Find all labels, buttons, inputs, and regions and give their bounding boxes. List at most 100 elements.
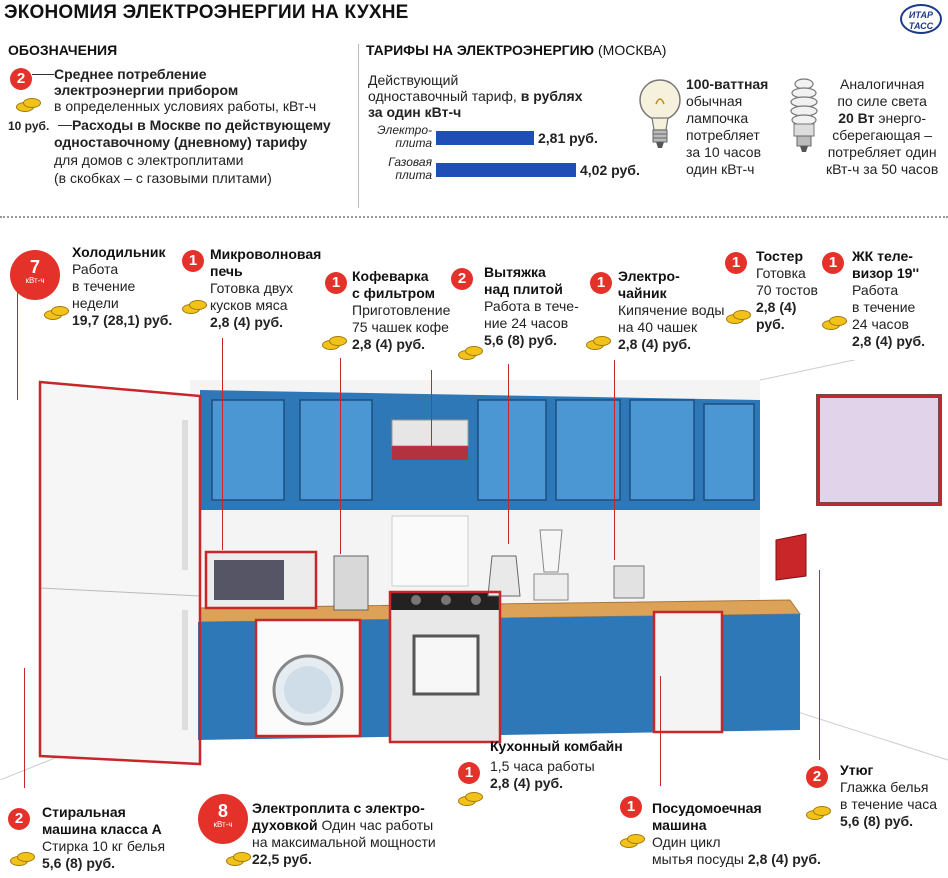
coins-icon xyxy=(458,346,483,360)
coffee-d1: Приготовление xyxy=(352,302,451,318)
coffee-cost: 2,8 (4) руб. xyxy=(352,336,426,352)
microwave-badge: 1 xyxy=(182,250,204,272)
legend-cost-value: 10 руб. xyxy=(8,119,50,133)
toaster-badge: 1 xyxy=(725,252,747,274)
microwave-name-2: печь xyxy=(210,263,243,279)
dishwasher-leader xyxy=(660,676,661,786)
toaster-callout: Тостер Готовка 70 тостов 2,8 (4) руб. xyxy=(756,248,818,333)
tariffs-desc-2b: в рублях xyxy=(520,88,583,104)
tariff-label-gas: Газовая плита xyxy=(368,156,432,182)
coins-icon xyxy=(226,852,251,866)
dishwasher-cost: 2,8 (4) руб. xyxy=(747,851,821,867)
legend-line-5: одноставочному (дневному) тарифу xyxy=(54,134,308,150)
cfl-l2: по силе света xyxy=(837,93,927,109)
legend-line-7: (в скобках – с газовыми плитами) xyxy=(54,170,272,186)
dishwasher-callout: Посудомоечная машина Один цикл мытья пос… xyxy=(652,800,821,868)
lamp-l5: за 10 часов xyxy=(686,144,762,160)
fridge-d3: недели xyxy=(72,295,119,311)
microwave-name-1: Микроволновая xyxy=(210,246,322,262)
coins-icon xyxy=(182,300,207,314)
washer-badge: 2 xyxy=(8,808,30,830)
cfl-l6: кВт-ч за 50 часов xyxy=(826,161,939,177)
fridge-leader xyxy=(17,290,18,400)
kettle-d1: Кипячение воды xyxy=(618,302,725,318)
legend-pointer-1 xyxy=(32,74,54,75)
kitchen-illustration xyxy=(0,360,948,780)
stove-d1: Один час работы xyxy=(321,817,434,833)
coins-icon xyxy=(806,806,831,820)
tariff-value-gas: 4,02 руб. xyxy=(580,162,640,178)
legend-line-4: Расходы в Москве по действующему xyxy=(72,117,331,133)
tariffs-title: ТАРИФЫ НА ЭЛЕКТРОЭНЕРГИЮ (МОСКВА) xyxy=(366,42,666,58)
kettle-callout: Электро- чайник Кипячение воды на 40 чаш… xyxy=(618,268,724,353)
tariffs-desc-3: за один кВт-ч xyxy=(368,104,462,120)
hood-name-2: над плитой xyxy=(484,281,563,297)
washer-name-2: машина класса А xyxy=(42,821,162,837)
stove-badge-value: 8 xyxy=(217,801,228,821)
legend-title: ОБОЗНАЧЕНИЯ xyxy=(8,42,118,58)
stove-callout: Электроплита с электро- духовкой Один ча… xyxy=(252,800,436,868)
tv-callout: ЖК теле- визор 19'' Работа в течение 24 … xyxy=(852,248,925,350)
washer-leader xyxy=(24,668,25,788)
dishwasher-name-2: машина xyxy=(652,817,707,833)
legend-line-3: в определенных условиях работы, кВт-ч xyxy=(54,98,317,114)
cfl-text: Аналогичная по силе света 20 Вт энерго- … xyxy=(826,76,938,178)
tariff-bar-electric xyxy=(436,131,534,145)
page-title: ЭКОНОМИЯ ЭЛЕКТРОЭНЕРГИИ НА КУХНЕ xyxy=(4,2,409,23)
iron-leader xyxy=(819,570,820,760)
washer-callout: Стиральная машина класса А Стирка 10 кг … xyxy=(42,804,165,872)
microwave-callout: Микроволновая печь Готовка двух кусков м… xyxy=(210,246,321,331)
dishwasher-d1: Один цикл xyxy=(652,834,721,850)
hood-badge: 2 xyxy=(451,268,473,290)
toaster-d1: Готовка xyxy=(756,265,806,281)
stove-badge-unit: кВт-ч xyxy=(213,820,233,829)
cfl-l3b: энерго- xyxy=(878,110,927,126)
legend-line-6: для домов с электроплитами xyxy=(54,152,244,168)
coffee-name-2: с фильтром xyxy=(352,285,435,301)
tariff-label-gas-1: Газовая xyxy=(388,155,432,169)
stove-cost: 22,5 руб. xyxy=(252,851,312,867)
iron-d2: в течение часа xyxy=(840,796,938,812)
dishwasher-d2: мытья посуды xyxy=(652,851,744,867)
energy-saving-bulb-icon xyxy=(790,78,818,152)
tv-d3: 24 часов xyxy=(852,316,909,332)
microwave-d2: кусков мяса xyxy=(210,297,288,313)
legend-line-1: Среднее потребление xyxy=(54,66,207,82)
toaster-cost-2: руб. xyxy=(756,316,785,332)
iron-name: Утюг xyxy=(840,762,874,778)
section-divider xyxy=(0,216,948,218)
washer-name-1: Стиральная xyxy=(42,804,126,820)
toaster-name: Тостер xyxy=(756,248,804,264)
tariff-label-electric: Электро- плита xyxy=(368,124,432,150)
toaster-leader xyxy=(614,360,615,560)
tariff-label-electric-1: Электро- xyxy=(377,123,432,137)
washer-d1: Стирка 10 кг белья xyxy=(42,838,166,854)
coins-icon xyxy=(586,336,611,350)
washer-cost: 5,6 (8) руб. xyxy=(42,855,116,871)
hood-leader xyxy=(431,370,432,450)
tariff-label-gas-2: плита xyxy=(395,168,432,182)
lightbulb-icon xyxy=(639,79,681,148)
coins-icon xyxy=(822,316,847,330)
tariff-label-electric-2: плита xyxy=(395,136,432,150)
mixer-d1: 1,5 часа работы xyxy=(490,758,595,774)
lamp-l3: лампочка xyxy=(686,110,749,126)
hood-d2: ние 24 часов xyxy=(484,315,569,331)
kettle-badge: 1 xyxy=(590,272,612,294)
tariffs-title-text: ТАРИФЫ НА ЭЛЕКТРОЭНЕРГИЮ xyxy=(366,42,595,58)
fridge-badge: 7 кВт-ч xyxy=(10,250,60,300)
iron-badge: 2 xyxy=(806,766,828,788)
iron-cost: 5,6 (8) руб. xyxy=(840,813,914,829)
legend-line-2: электроэнергии прибором xyxy=(54,82,239,98)
microwave-leader xyxy=(222,338,223,550)
mixer-callout: 1,5 часа работы 2,8 (4) руб. xyxy=(490,758,595,792)
fridge-name: Холодильник xyxy=(72,244,166,260)
tv-cost: 2,8 (4) руб. xyxy=(852,333,926,349)
hood-cost: 5,6 (8) руб. xyxy=(484,332,558,348)
tariffs-desc-2: одноставочный тариф, в рублях xyxy=(368,88,583,104)
mixer-cost: 2,8 (4) руб. xyxy=(490,775,564,791)
hood-d1: Работа в тече- xyxy=(484,298,579,314)
stove-name-1: Электроплита с электро- xyxy=(252,800,425,816)
coins-icon xyxy=(10,852,35,866)
